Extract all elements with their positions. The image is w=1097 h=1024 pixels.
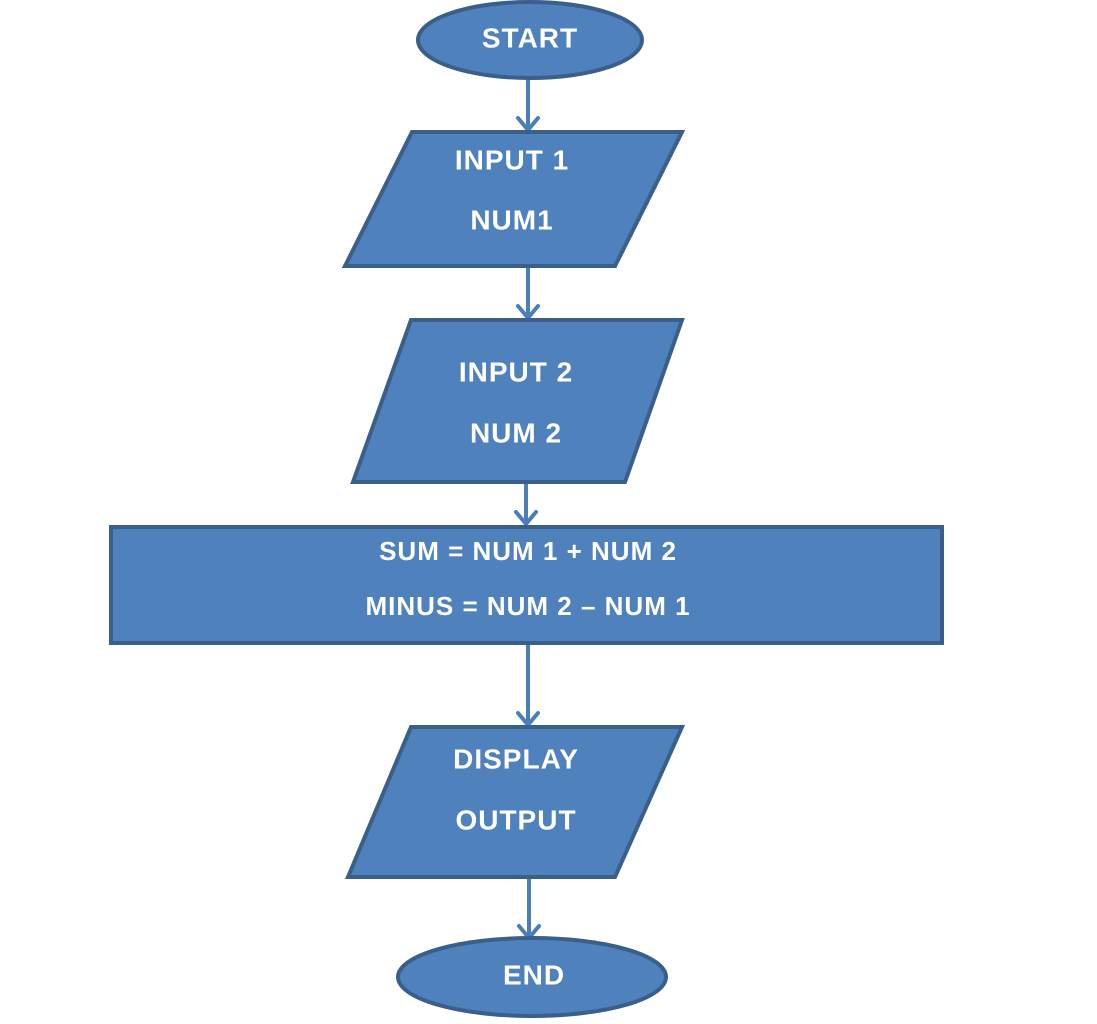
input2-node: INPUT 2 NUM 2: [350, 318, 685, 484]
process-sum-line: SUM = NUM 1 + NUM 2: [379, 536, 677, 566]
connector-start-to-input1: [516, 78, 540, 132]
input1-parallelogram: [341, 130, 686, 268]
display-line2: OUTPUT: [455, 804, 576, 835]
end-node: END: [396, 936, 668, 1018]
process-node: SUM = NUM 1 + NUM 2 MINUS = NUM 2 – NUM …: [109, 525, 944, 645]
input1-node: INPUT 1 NUM1: [341, 130, 686, 268]
input2-line1: INPUT 2: [459, 356, 573, 387]
input1-line2: NUM1: [470, 204, 553, 235]
process-minus-line: MINUS = NUM 2 – NUM 1: [365, 591, 690, 621]
process-rectangle: [109, 525, 944, 645]
start-node: START: [416, 0, 644, 80]
connector-input1-to-input2: [516, 266, 540, 320]
input1-line1: INPUT 1: [455, 144, 569, 175]
input2-line2: NUM 2: [470, 417, 562, 448]
start-label: START: [482, 22, 578, 53]
start-ellipse: [416, 0, 644, 80]
display-line1: DISPLAY: [453, 743, 579, 774]
display-parallelogram: [344, 725, 686, 879]
connector-process-to-display: [516, 643, 540, 727]
connector-input2-to-process: [514, 482, 538, 526]
connector-display-to-end: [517, 877, 541, 940]
end-label: END: [503, 959, 565, 990]
display-node: DISPLAY OUTPUT: [344, 725, 686, 879]
end-ellipse: [396, 936, 668, 1018]
input2-parallelogram: [350, 318, 685, 484]
